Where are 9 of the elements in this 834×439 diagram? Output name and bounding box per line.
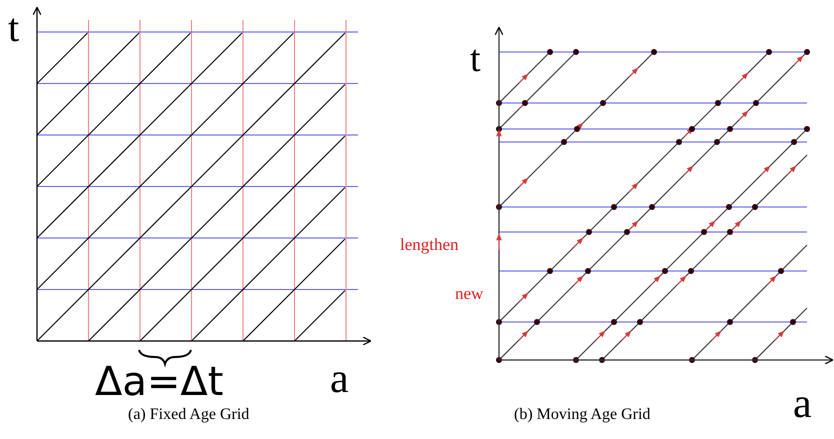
figure-caption: (b) Moving Age Grid (514, 407, 650, 423)
axis-label: a (793, 383, 812, 425)
equation-label: Δa=Δt (95, 362, 224, 402)
axis-label: t (8, 8, 20, 48)
axis-label: a (330, 358, 349, 400)
annotation-text: new (455, 285, 484, 302)
annotation-text: lengthen (400, 236, 459, 253)
figure-caption: (a) Fixed Age Grid (128, 407, 250, 423)
axis-label: t (470, 40, 481, 78)
